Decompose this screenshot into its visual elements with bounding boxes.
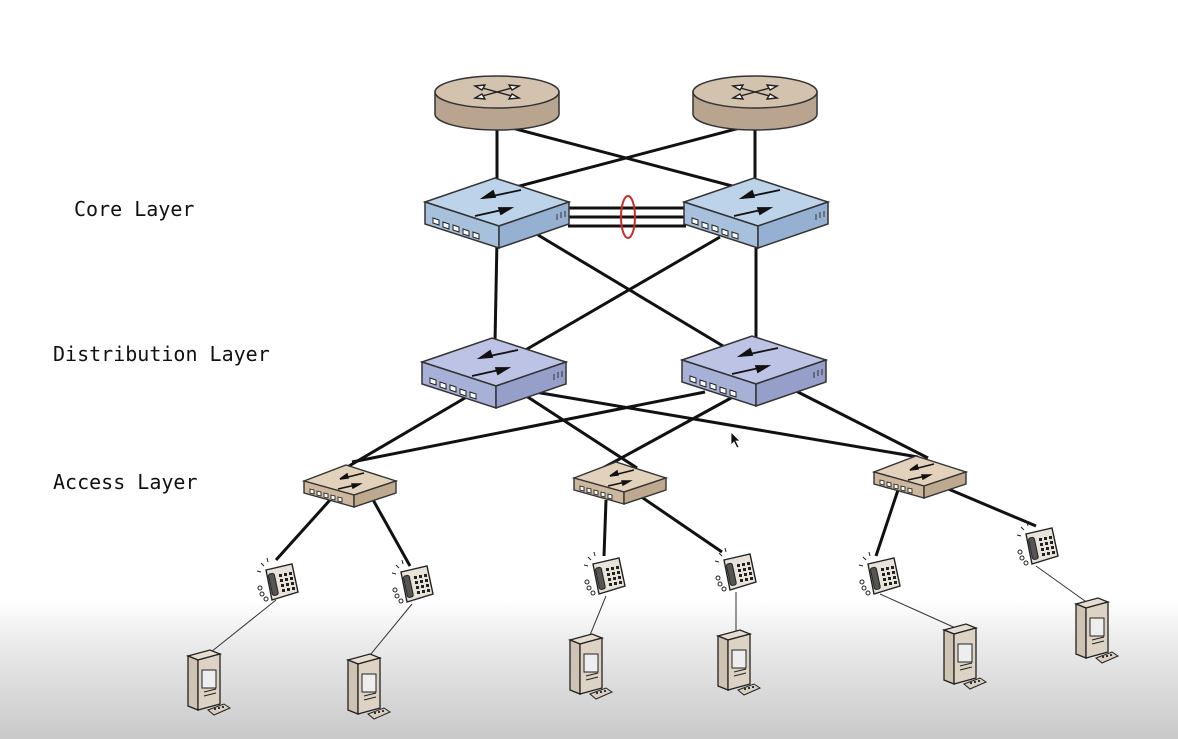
pc-tower-icon — [187, 649, 231, 716]
router-icon — [692, 75, 818, 131]
ip-phone-icon — [1016, 521, 1059, 566]
link-phone3-pc3 — [587, 595, 607, 641]
link-core1-dist1 — [493, 239, 499, 343]
link-core2-dist1 — [521, 235, 721, 354]
etherchannel-ellipse — [620, 195, 636, 239]
router-icon — [434, 75, 560, 131]
link-dist2-acc1 — [351, 390, 706, 464]
link-acc1-phone1 — [274, 498, 332, 562]
pc-tower-icon — [717, 629, 761, 696]
link-dist2-acc3 — [789, 386, 929, 460]
link-phone5-pc5 — [879, 593, 961, 631]
link-phone6-pc6 — [1035, 565, 1093, 607]
link-acc2-phone3 — [602, 499, 608, 557]
access-layer-label: Access Layer — [53, 470, 198, 494]
pc-tower-icon — [1075, 597, 1119, 664]
distribution-switch-icon — [421, 337, 567, 409]
pc-tower-icon — [943, 623, 987, 690]
distribution-layer-label: Distribution Layer — [53, 342, 270, 366]
link-acc2-phone4 — [639, 494, 723, 554]
core-switch-icon — [683, 177, 829, 249]
link-acc3-phone6 — [945, 486, 1037, 528]
access-switch-icon — [303, 464, 397, 508]
access-switch-icon — [573, 461, 667, 505]
link-dist2-acc2 — [602, 390, 743, 470]
link-phone2-pc2 — [365, 603, 413, 661]
link-acc1-phone2 — [370, 497, 412, 567]
core-layer-label: Core Layer — [74, 197, 195, 221]
ip-phone-icon — [858, 551, 901, 596]
ip-phone-icon — [714, 547, 757, 592]
core-switch-icon — [424, 177, 570, 249]
link-dist1-acc1 — [348, 393, 471, 468]
link-dist1-acc3 — [534, 390, 919, 459]
ip-phone-icon — [391, 559, 434, 604]
pc-tower-icon — [347, 653, 391, 720]
pc-tower-icon — [569, 633, 613, 700]
link-core1-dist2 — [537, 233, 734, 354]
link-dist1-acc2 — [519, 390, 638, 470]
link-router2-core1 — [496, 122, 756, 194]
ip-phone-icon — [256, 557, 299, 602]
mouse-cursor-icon — [730, 431, 741, 449]
ip-phone-icon — [583, 551, 626, 596]
link-phone1-pc1 — [205, 599, 277, 657]
link-acc3-phone5 — [874, 489, 900, 557]
